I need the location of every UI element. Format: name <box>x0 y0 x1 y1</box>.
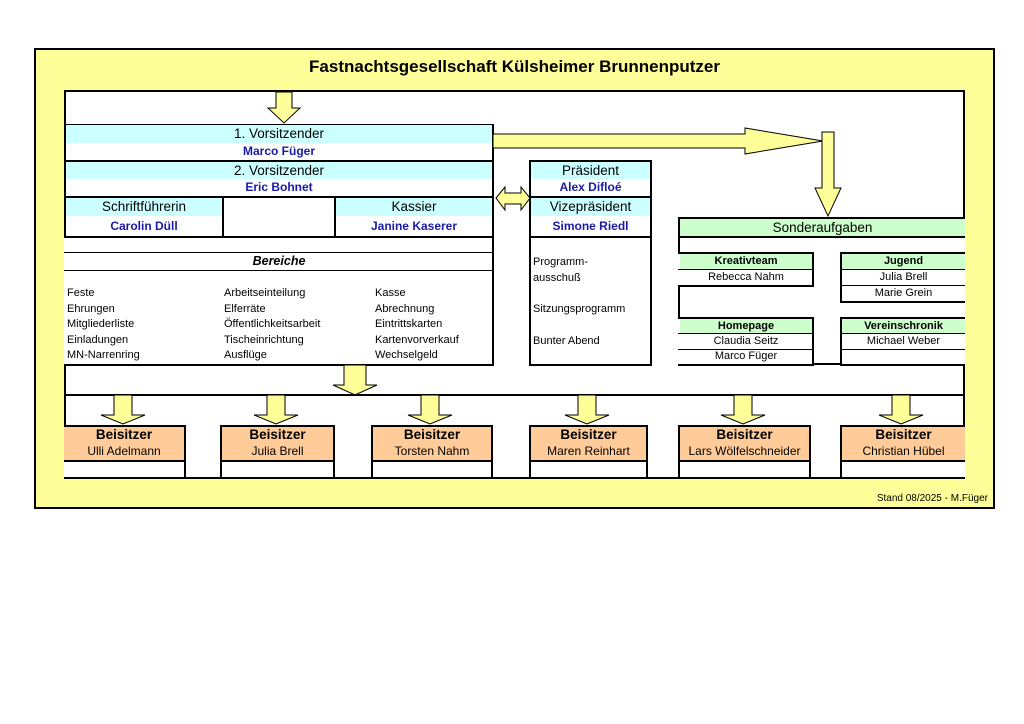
sonderaufgaben-heading: Sonderaufgaben <box>680 219 965 236</box>
beisitzer-name: Lars Wölfelschneider <box>688 444 801 458</box>
beisitzer-name: Maren Reinhart <box>547 444 630 458</box>
bereich-item: Abrechnung <box>375 302 435 315</box>
president-role: Präsident <box>531 162 650 179</box>
arrow-right-icon <box>492 127 824 155</box>
divider <box>678 349 814 350</box>
treasurer-name: Janine Kaserer <box>370 219 458 233</box>
group-member: Julia Brell <box>879 271 928 283</box>
group-title: Kreativteam <box>680 254 812 269</box>
group-title: Jugend <box>842 254 965 269</box>
bereiche-column-2: Arbeitseinteilung Elferräte Öffentlichke… <box>224 286 374 364</box>
divider <box>678 333 814 334</box>
bereich-item: Mitgliederliste <box>67 318 135 330</box>
bereich-item: Ehrungen <box>67 302 115 315</box>
divider <box>840 333 965 334</box>
president-name: Alex Difloé <box>559 180 622 194</box>
bereiche-column-3: Kasse Abrechnung Eintrittskarten Kartenv… <box>375 286 493 364</box>
footer-stand: Stand 08/2025 - M.Füger <box>876 493 988 504</box>
secretary-name: Carolin Düll <box>110 219 178 233</box>
bereich-item: MN-Narrenring <box>67 349 140 361</box>
bereich-item: Kartenvorverkauf <box>375 333 459 346</box>
divider <box>64 196 494 198</box>
presidium-block <box>529 160 652 366</box>
arrow-down-icon <box>253 394 298 425</box>
divider <box>64 160 494 162</box>
beisitzer-role: Beisitzer <box>249 427 306 442</box>
divider <box>840 349 965 350</box>
divider <box>64 270 494 271</box>
chair2-name: Eric Bohnet <box>245 180 313 194</box>
arrow-down-icon <box>407 394 453 425</box>
group-member: Rebecca Nahm <box>708 271 784 283</box>
secretary-role: Schriftführerin <box>66 198 222 216</box>
arrow-down-icon <box>332 364 378 396</box>
double-arrow-icon <box>495 185 531 212</box>
chair2-role: 2. Vorsitzender <box>66 162 492 179</box>
treasurer-role: Kassier <box>336 198 492 216</box>
bereich-item: Tischeinrichtung <box>224 333 304 346</box>
bereich-item: Feste <box>67 287 95 299</box>
bereich-item: Öffentlichkeitsarbeit <box>224 318 321 330</box>
bereiche-block <box>64 236 494 366</box>
divider <box>529 196 652 198</box>
divider <box>529 236 652 238</box>
presidium-task: Sitzungsprogramm <box>533 303 626 315</box>
divider <box>64 252 494 253</box>
bereich-item: Eintrittskarten <box>375 318 443 330</box>
group-member: Michael Weber <box>866 335 941 347</box>
beisitzer-name: Christian Hübel <box>862 444 945 458</box>
divider <box>840 269 965 270</box>
bereich-item: Arbeitseinteilung <box>224 287 306 299</box>
divider <box>678 236 965 238</box>
arrow-down-icon <box>564 394 609 425</box>
divider <box>840 285 965 286</box>
arrow-down-icon <box>720 394 765 425</box>
divider <box>678 269 814 270</box>
bereich-item: Elferräte <box>224 302 266 315</box>
beisitzer-role: Beisitzer <box>403 427 461 442</box>
chair1-name: Marco Füger <box>242 144 315 158</box>
arrow-down-icon <box>100 394 146 425</box>
presidium-task: Programm- <box>533 256 589 268</box>
bereiche-column-1: Feste Ehrungen Mitgliederliste Einladung… <box>67 286 217 364</box>
divider <box>222 196 224 237</box>
arrow-down-icon <box>814 131 842 218</box>
page-title: Fastnachtsgesellschaft Külsheimer Brunne… <box>309 57 720 76</box>
beisitzer-role: Beisitzer <box>875 427 932 442</box>
group-member: Marco Füger <box>714 350 778 362</box>
beisitzer-role: Beisitzer <box>716 427 773 442</box>
vice-president-role: Vizepräsident <box>531 198 650 216</box>
divider <box>64 394 965 396</box>
beisitzer-name: Julia Brell <box>251 444 304 458</box>
beisitzer-name: Ulli Adelmann <box>87 444 161 458</box>
presidium-task: ausschuß <box>533 272 581 284</box>
beisitzer-name: Torsten Nahm <box>394 444 470 458</box>
presidium-task: Bunter Abend <box>533 335 600 347</box>
bereich-item: Ausflüge <box>224 349 267 361</box>
group-title: Vereinschronik <box>842 319 965 333</box>
arrow-down-icon <box>878 394 923 425</box>
beisitzer-role: Beisitzer <box>560 427 617 442</box>
divider <box>334 196 336 237</box>
bereich-item: Wechselgeld <box>375 349 438 361</box>
group-member: Claudia Seitz <box>713 335 779 347</box>
chair1-role: 1. Vorsitzender <box>66 125 492 143</box>
group-member: Marie Grein <box>874 287 933 299</box>
beisitzer-role: Beisitzer <box>95 427 153 442</box>
vice-president-name: Simone Riedl <box>552 219 629 233</box>
arrow-down-icon <box>266 91 302 124</box>
bereich-item: Kasse <box>375 287 406 299</box>
bereich-item: Einladungen <box>67 333 129 346</box>
bereiche-heading: Bereiche <box>252 254 306 268</box>
group-title: Homepage <box>680 319 812 333</box>
